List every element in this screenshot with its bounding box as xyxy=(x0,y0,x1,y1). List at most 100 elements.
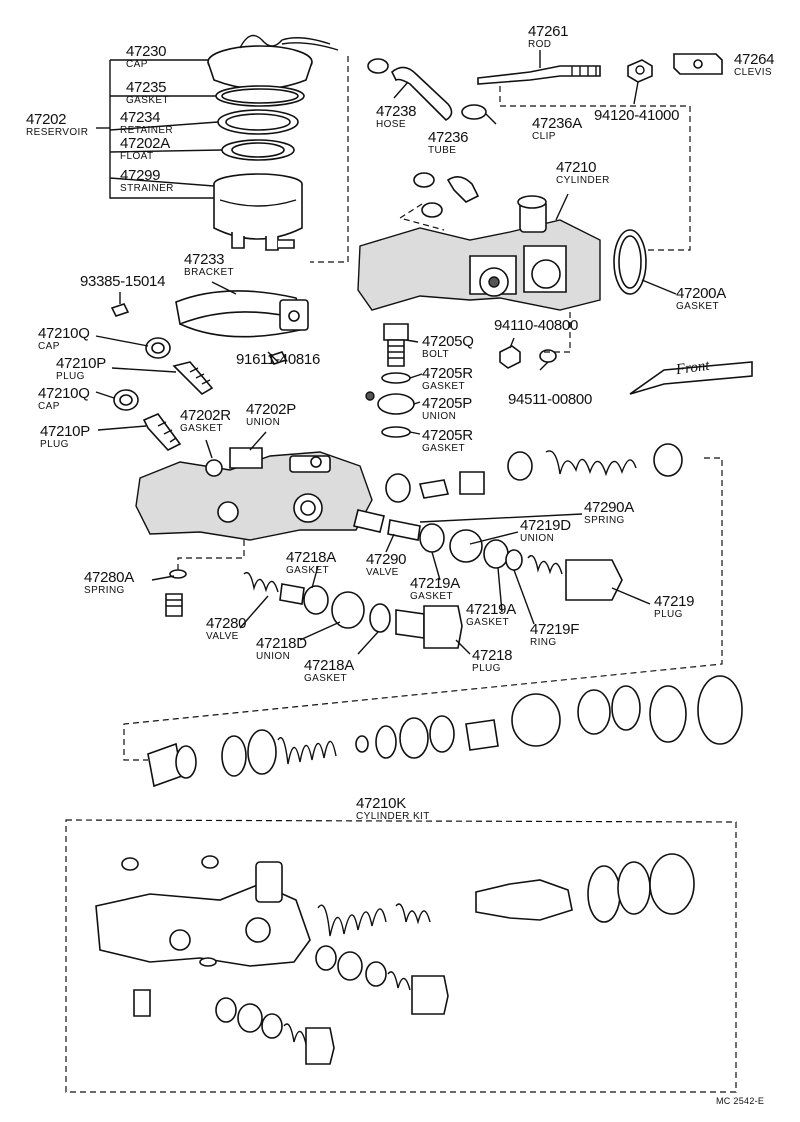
callout-47210P-1: 47210P PLUG xyxy=(56,356,106,382)
part-number: 94511-00800 xyxy=(508,391,593,408)
part-label: BOLT xyxy=(422,349,449,360)
part-number: 47238 xyxy=(376,103,417,120)
lower-valve-group xyxy=(243,571,463,649)
main-cylinder-body xyxy=(135,447,373,617)
callout-47299: 47299 STRAINER xyxy=(120,168,174,194)
callout-47205R-1: 47205R GASKET xyxy=(422,366,473,392)
diagram-code: MC 2542-E xyxy=(716,1096,765,1106)
reservoir-assembly xyxy=(207,34,339,251)
valve-spring-train xyxy=(353,443,683,601)
part-number: 47200A xyxy=(676,285,726,302)
part-number: 47290A xyxy=(584,499,634,516)
callout-47202: 47202 RESERVOIR xyxy=(26,112,88,138)
callout-47235: 47235 GASKET xyxy=(126,80,169,106)
callout-47264: 47264 CLEVIS xyxy=(734,51,775,78)
part-label: HOSE xyxy=(376,119,406,130)
callout-47210K: 47210K CYLINDER KIT xyxy=(356,796,430,822)
callout-47202P: 47202P UNION xyxy=(246,402,296,428)
part-number: 47233 xyxy=(184,251,225,268)
part-label: RESERVOIR xyxy=(26,127,89,138)
callout-47261: 47261 ROD xyxy=(528,23,569,50)
callout-47200A: 47200A GASKET xyxy=(676,286,726,312)
callout-47236: 47236 TUBE xyxy=(428,129,469,156)
part-label: RING xyxy=(530,637,557,648)
front-arrow-icon xyxy=(629,361,753,395)
part-number: 94110-40800 xyxy=(494,317,579,334)
part-label: UNION xyxy=(256,651,291,662)
rod-and-clevis xyxy=(477,53,723,85)
part-label: VALVE xyxy=(206,631,239,642)
part-number: 47236 xyxy=(428,129,469,146)
part-number: 47219 xyxy=(654,593,695,610)
part-number: 47261 xyxy=(528,23,569,40)
callout-47234: 47234 RETAINER xyxy=(120,110,173,136)
part-number: 47219A xyxy=(466,601,516,618)
callout-93385-15014: 93385-15014 xyxy=(80,274,165,289)
part-label: PLUG xyxy=(56,371,85,382)
callout-47290: 47290 VALVE xyxy=(366,552,407,578)
part-number: 47236A xyxy=(532,115,582,132)
part-label: CAP xyxy=(126,59,148,70)
part-number: 47210Q xyxy=(38,325,90,342)
part-label: GASKET xyxy=(180,423,223,434)
callout-47210Q-2: 47210Q CAP xyxy=(38,386,90,412)
part-label: GASKET xyxy=(422,381,465,392)
part-number: 47202 xyxy=(26,111,67,128)
part-label: PLUG xyxy=(40,439,69,450)
part-number: 47264 xyxy=(734,51,775,68)
part-number: 47210K xyxy=(356,795,406,812)
callout-47218A-1: 47218A GASKET xyxy=(286,550,336,576)
callout-47219F: 47219F RING xyxy=(530,622,579,648)
part-label: ROD xyxy=(528,39,552,50)
callout-47210Q-1: 47210Q CAP xyxy=(38,326,90,352)
cylinder-kit-drawing xyxy=(95,853,695,1065)
part-number: 47219A xyxy=(410,575,460,592)
callout-47219A-1: 47219A GASKET xyxy=(410,576,460,602)
part-number: 47205Q xyxy=(422,333,474,350)
callout-47210P-2: 47210P PLUG xyxy=(40,424,90,450)
part-number: 47219F xyxy=(530,621,580,638)
part-label: RETAINER xyxy=(120,125,174,136)
part-label: CYLINDER KIT xyxy=(356,811,430,822)
part-label: TUBE xyxy=(428,145,457,156)
callout-47236A: 47236A CLIP xyxy=(532,116,582,142)
part-label: PLUG xyxy=(472,663,501,674)
part-label: VALVE xyxy=(366,567,399,578)
part-number: 47202R xyxy=(180,407,231,424)
part-number: 47299 xyxy=(120,167,161,184)
callout-47205Q: 47205Q BOLT xyxy=(422,334,474,360)
callout-94511-00800: 94511-00800 xyxy=(508,392,592,407)
part-number: 47235 xyxy=(126,79,167,96)
callout-47218D: 47218D UNION xyxy=(256,636,307,662)
part-label: FLOAT xyxy=(120,151,154,162)
hose-and-clips xyxy=(367,58,487,218)
part-label: GASKET xyxy=(410,591,453,602)
part-label: STRAINER xyxy=(120,183,174,194)
part-label: CAP xyxy=(38,401,60,412)
part-label: GASKET xyxy=(676,301,719,312)
bracket xyxy=(110,290,309,365)
part-number: 47218A xyxy=(304,657,354,674)
callout-94120-41000: 94120-41000 xyxy=(594,108,679,123)
callout-47205P: 47205P UNION xyxy=(422,396,472,422)
callout-47202R: 47202R GASKET xyxy=(180,408,231,434)
part-number: 47218D xyxy=(256,635,307,652)
part-label: BRACKET xyxy=(184,267,235,278)
part-number: 47280 xyxy=(206,615,247,632)
part-label: CLIP xyxy=(532,131,556,142)
part-number: 47280A xyxy=(84,569,134,586)
callout-47205R-2: 47205R GASKET xyxy=(422,428,473,454)
leader-lines xyxy=(95,50,677,655)
callout-47219: 47219 PLUG xyxy=(654,593,695,620)
part-number: 47205R xyxy=(422,365,473,382)
part-number: 47205P xyxy=(422,395,472,412)
part-number: 47234 xyxy=(120,109,161,126)
callout-47290A: 47290A SPRING xyxy=(584,500,634,526)
callout-47219A-2: 47219A GASKET xyxy=(466,602,516,628)
callout-94110-40800: 94110-40800 xyxy=(494,318,578,333)
callout-47210: 47210 CYLINDER xyxy=(556,160,610,186)
part-label: GASKET xyxy=(466,617,509,628)
part-number: 47219D xyxy=(520,517,571,534)
